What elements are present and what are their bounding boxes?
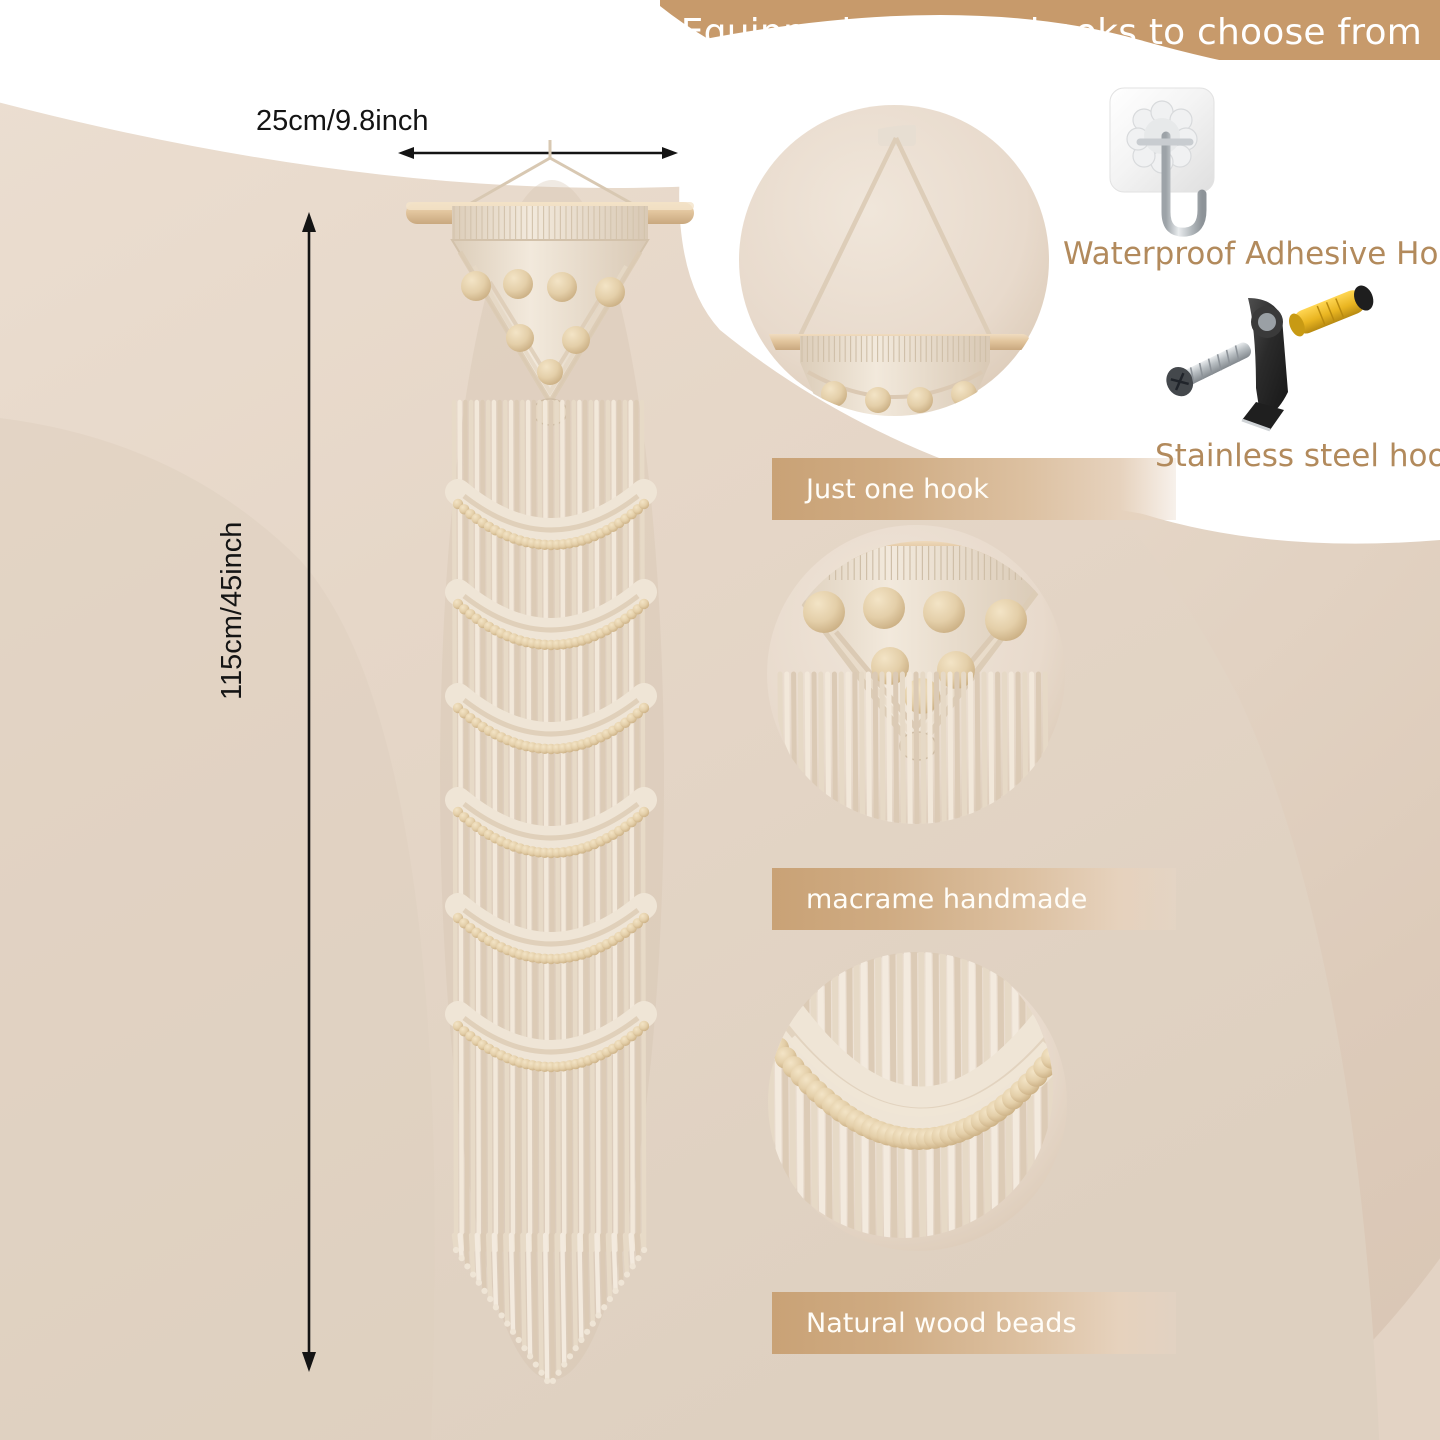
caption-just-one-hook: Just one hook	[772, 458, 1176, 520]
height-dimension-label: 115cm/45inch	[216, 521, 248, 700]
detail-photo-natural-wood-beads	[768, 952, 1068, 1252]
caption-label: Natural wood beads	[806, 1307, 1077, 1339]
caption-label: Just one hook	[806, 473, 989, 505]
caption-natural-wood-beads: Natural wood beads	[772, 1292, 1176, 1354]
steel-hook-label: Stainless steel hook	[1155, 438, 1440, 474]
caption-macrame-handmade: macrame handmade	[772, 868, 1176, 930]
detail-photo-macrame-handmade	[767, 525, 1065, 824]
width-dimension-arrow	[398, 147, 678, 159]
waterproof-adhesive-hook-icon	[1109, 87, 1215, 237]
height-dimension-arrow	[302, 212, 316, 1372]
page-title: Equipped with two hooks to choose from	[680, 12, 1422, 53]
stainless-steel-hook-icon	[1166, 285, 1374, 432]
caption-label: macrame handmade	[806, 883, 1088, 915]
width-dimension-label: 25cm/9.8inch	[256, 105, 429, 137]
macrame-wall-hanging-main	[406, 140, 694, 1385]
detail-photo-just-one-hook	[739, 105, 1049, 416]
adhesive-hook-label: Waterproof Adhesive Hook	[1063, 236, 1440, 272]
